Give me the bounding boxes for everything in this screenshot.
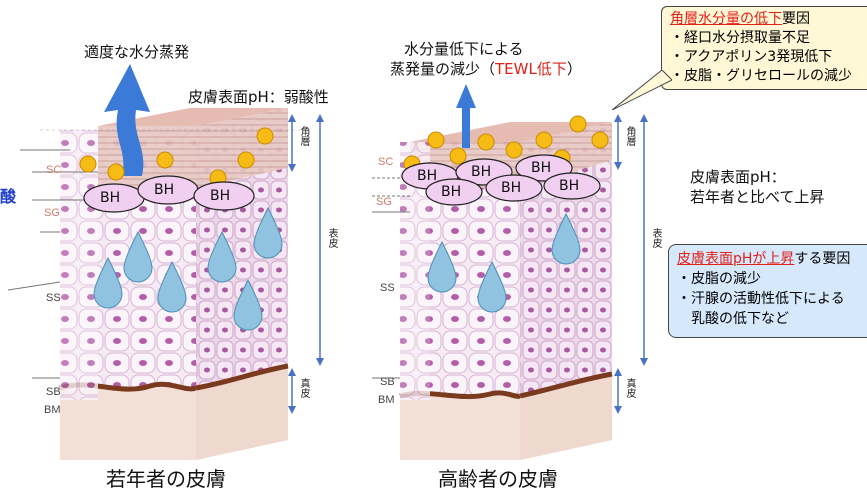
moisture-factor-item: ・アクアポリン3発現低下 xyxy=(670,49,833,65)
young-ph-caption: 皮膚表面pH：弱酸性 xyxy=(188,88,329,106)
skin-diagram-illustration xyxy=(7,64,648,460)
young-layer-bm: BM xyxy=(44,404,61,416)
young-layer-sc: SC xyxy=(46,164,62,176)
evaporation-arrow-small xyxy=(456,84,476,148)
aged-layer-sb: SB xyxy=(380,376,395,388)
aged-evaporation-caption-line2: 蒸発量の減少（TEWL低下） xyxy=(390,60,582,78)
aged-layer-sg: SG xyxy=(376,196,392,208)
moisture-factor-item: ・皮脂・グリセロールの減少 xyxy=(670,68,852,84)
aged-layer-sc: SC xyxy=(378,156,394,168)
aged-bh-1: BH xyxy=(417,168,438,184)
aged-label-dermis: 真皮 xyxy=(624,378,635,398)
aged-layer-ss: SS xyxy=(380,282,395,294)
young-label-epidermis: 表皮 xyxy=(326,228,337,248)
ph-factors-title: 皮膚表面pHが上昇する要因 xyxy=(677,251,851,267)
young-skin-scale xyxy=(288,114,324,414)
moisture-factor-item: ・経口水分摂取量不足 xyxy=(670,30,810,46)
aged-bh-3: BH xyxy=(531,160,552,176)
aged-bh-5: BH xyxy=(501,180,522,196)
aged-layer-bm: BM xyxy=(378,394,395,406)
young-bh-3: BH xyxy=(210,188,231,204)
young-water-drops xyxy=(93,206,283,331)
young-label-dermis: 真皮 xyxy=(298,378,309,398)
young-bh-2: BH xyxy=(154,182,175,198)
aged-water-drops xyxy=(427,212,581,313)
ph-factor-item: ・皮脂の減少 xyxy=(677,271,761,287)
aged-bh-ellipses xyxy=(401,154,601,206)
aged-ph-caption-line1: 皮膚表面pH： xyxy=(690,168,786,186)
ph-factor-item: 乳酸の低下など xyxy=(677,311,789,327)
aged-ph-caption-line2: 若年者と比べて上昇 xyxy=(690,188,825,206)
young-skin-title: 若年者の皮膚 xyxy=(106,467,226,491)
young-layer-sg: SG xyxy=(44,207,60,219)
moisture-factors-title: 角層水分量の低下要因 xyxy=(670,11,810,27)
aged-bh-2: BH xyxy=(471,164,492,180)
aged-bh-6: BH xyxy=(559,178,580,194)
aged-evaporation-caption-line1: 水分量低下による xyxy=(404,40,524,58)
ph-factors-box: 皮膚表面pHが上昇する要因 ・皮脂の減少 ・汗腺の活動性低下による 乳酸の低下な… xyxy=(668,244,867,338)
young-layer-ss: SS xyxy=(46,292,61,304)
young-layer-sb: SB xyxy=(46,386,61,398)
partial-left-label: 酸 xyxy=(0,187,17,206)
ph-factor-item: ・汗腺の活動性低下による xyxy=(677,291,845,307)
aged-label-stratum: 角層 xyxy=(624,126,635,146)
aged-skin-scale xyxy=(614,114,648,414)
evaporation-arrow-large xyxy=(104,64,150,176)
aged-bh-4: BH xyxy=(441,184,462,200)
aged-sebum-dots xyxy=(403,115,609,173)
young-bh-1: BH xyxy=(100,190,121,206)
young-bh-ellipses xyxy=(83,175,255,213)
aged-skin-title: 高齢者の皮膚 xyxy=(438,467,558,491)
young-evaporation-caption: 適度な水分蒸発 xyxy=(84,43,190,61)
moisture-factors-box: 角層水分量の低下要因 ・経口水分摂取量不足 ・アクアポリン3発現低下 ・皮脂・グ… xyxy=(661,6,867,90)
aged-label-epidermis: 表皮 xyxy=(650,228,661,248)
factors-box-pointer xyxy=(612,70,672,110)
young-label-stratum: 角層 xyxy=(298,126,309,146)
